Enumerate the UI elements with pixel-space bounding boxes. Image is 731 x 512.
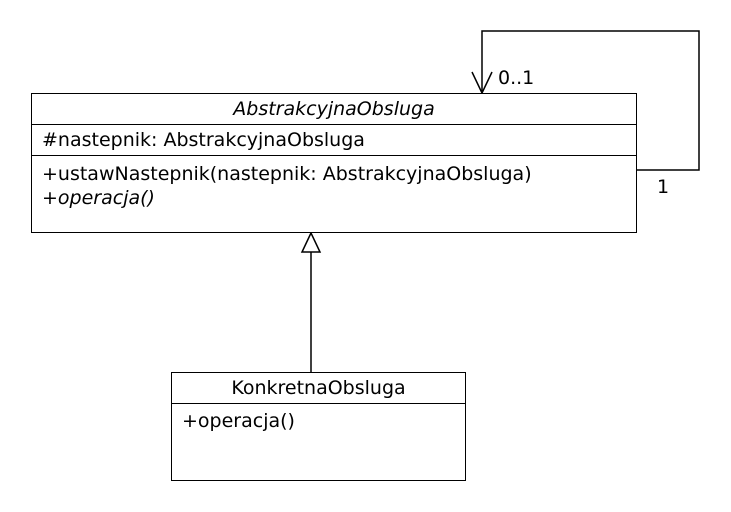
operation-operacja-abstract: +operacja()	[42, 187, 155, 209]
class-konkretna-obsluga[interactable]: KonkretnaObsluga +operacja()	[171, 372, 466, 481]
multiplicity-target: 0..1	[498, 67, 535, 89]
operation-ustaw-nastepnik: +ustawNastepnik(nastepnik: AbstrakcyjnaO…	[42, 163, 532, 185]
multiplicity-source: 1	[657, 176, 670, 198]
operations-compartment: +ustawNastepnik(nastepnik: AbstrakcyjnaO…	[32, 156, 636, 210]
attributes-compartment: #nastepnik: AbstrakcyjnaObsluga	[32, 125, 636, 156]
operation-operacja: +operacja()	[182, 410, 295, 432]
attribute-nastepnik: #nastepnik: AbstrakcyjnaObsluga	[42, 129, 365, 151]
operations-compartment: +operacja()	[172, 404, 465, 433]
class-name: KonkretnaObsluga	[172, 373, 465, 404]
generalization-triangle	[300, 231, 322, 253]
class-name: AbstrakcyjnaObsluga	[32, 94, 636, 125]
self-association-line	[481, 30, 700, 171]
class-abstrakcyjna-obsluga[interactable]: AbstrakcyjnaObsluga #nastepnik: Abstrakc…	[31, 93, 637, 233]
